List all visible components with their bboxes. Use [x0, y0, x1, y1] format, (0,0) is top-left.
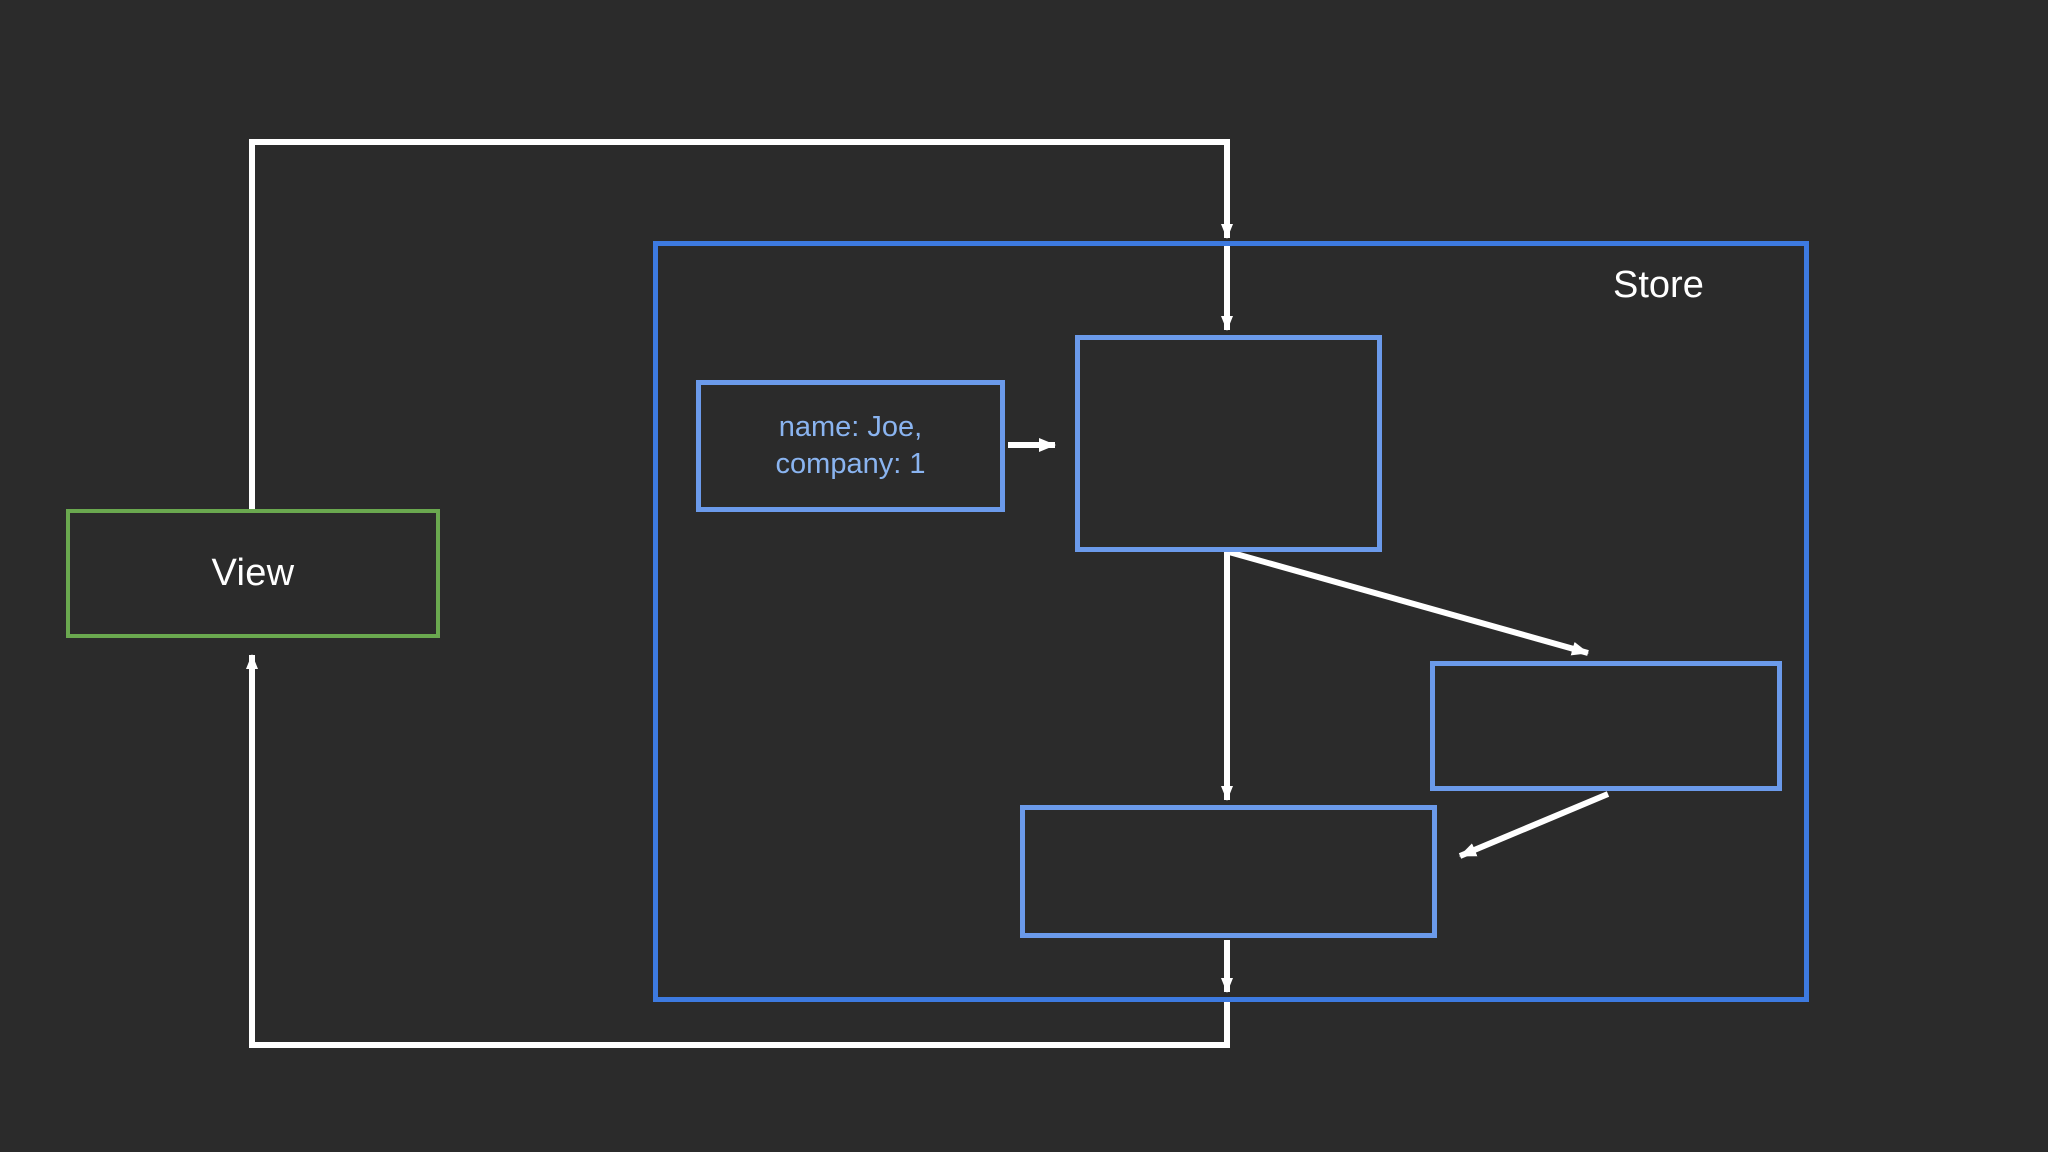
center-box[interactable]: [1075, 335, 1382, 552]
view-node[interactable]: View: [66, 509, 440, 638]
bottom-box[interactable]: [1020, 805, 1437, 938]
store-label: Store: [1613, 264, 1704, 306]
store-container[interactable]: Store: [653, 241, 1809, 1002]
right-box[interactable]: [1430, 661, 1782, 791]
data-payload-box[interactable]: name: Joe, company: 1: [696, 380, 1005, 512]
data-payload-text: name: Joe, company: 1: [775, 410, 926, 480]
view-node-label: View: [211, 552, 295, 594]
